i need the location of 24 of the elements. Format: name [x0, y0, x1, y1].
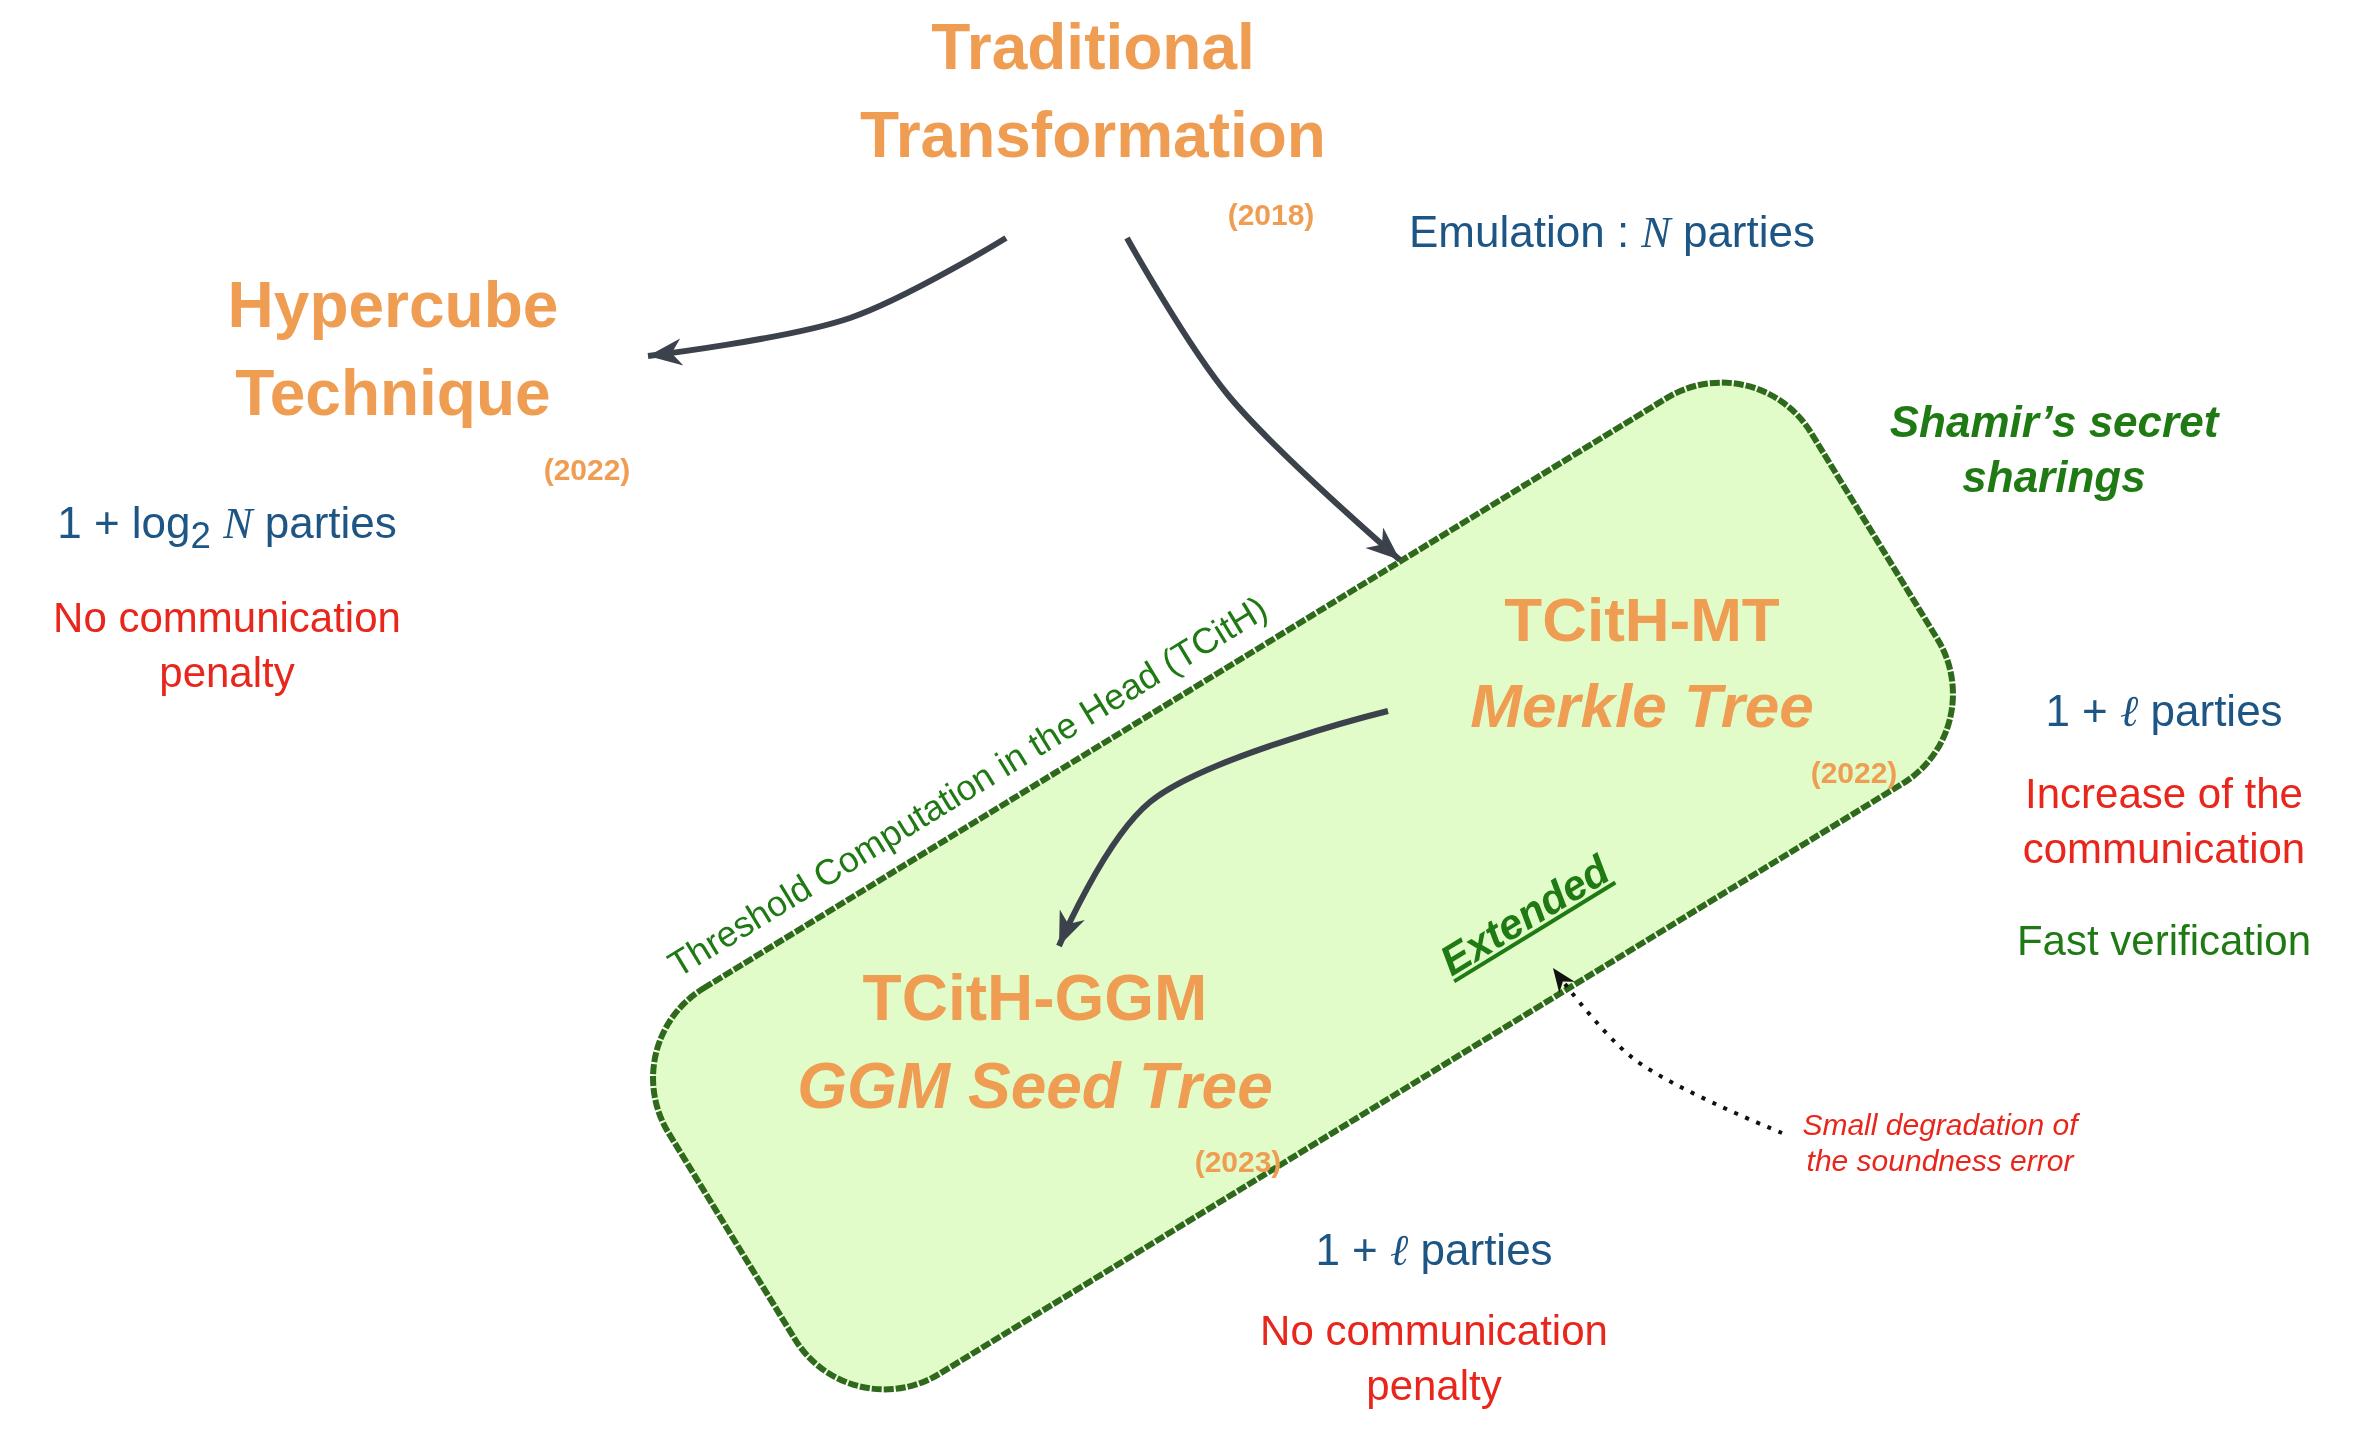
cost-note: Increase of the communication [2021, 769, 2307, 874]
year-label: (2023) [1194, 1143, 1282, 1180]
party-count: 1 + ℓ parties [1315, 1223, 1553, 1277]
party-count: 1 + ℓ parties [2045, 684, 2283, 738]
benefit-note: Fast verification [2016, 915, 2312, 966]
arrow [1124, 236, 1402, 563]
arrow [1056, 708, 1389, 948]
node-subtitle: Merkle Tree [1470, 669, 1814, 742]
arrow [647, 235, 1008, 366]
node-title: TCitH-MT [1504, 583, 1780, 656]
cost-note: No communication penalty [52, 593, 402, 698]
cost-note: No communication penalty [1259, 1306, 1609, 1411]
party-count: Emulation : N parties [1409, 205, 1815, 259]
year-label: (2022) [543, 451, 631, 488]
arrow [1551, 966, 1783, 1135]
year-label: (2022) [1810, 754, 1898, 791]
year-label: (2018) [1227, 196, 1315, 233]
party-count: 1 + log$_{2}$ N parties [57, 497, 397, 559]
node-title: Traditional Transformation [859, 10, 1327, 173]
note-text: Small degradation of the soundness error [1795, 1107, 2085, 1179]
node-title: TCitH-GGM [862, 961, 1208, 1037]
node-title: Hypercube Technique [226, 268, 560, 431]
node-subtitle: GGM Seed Tree [797, 1049, 1273, 1125]
band-heading: Shamir’s secret sharings [1888, 396, 2221, 503]
